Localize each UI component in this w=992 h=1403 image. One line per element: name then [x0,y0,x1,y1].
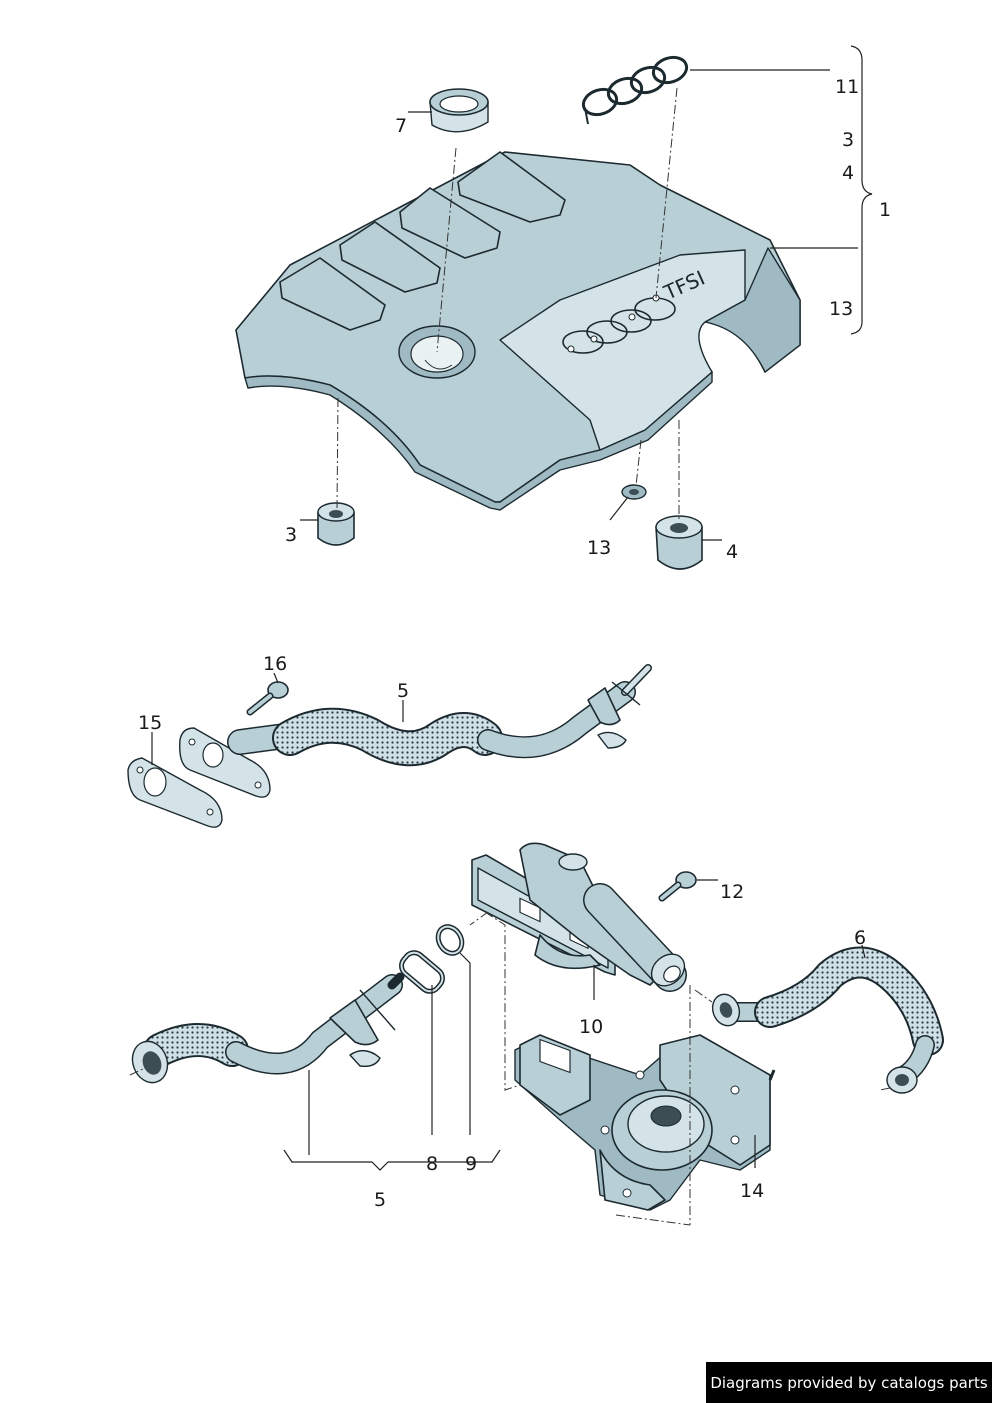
callout-9: 9 [465,1153,478,1175]
callout-5-upper: 5 [397,680,410,702]
callout-5-lower: 5 [374,1189,387,1211]
grommet-13 [621,484,647,500]
callout-10: 10 [579,1016,604,1038]
callout-4: 4 [726,541,739,563]
breather-hose-lower [131,972,405,1084]
assembly-lines [336,87,680,522]
emblem-rings [581,55,689,125]
leader-lines-lower [283,879,866,1171]
breather-housing [471,842,687,992]
o-ring-9 [435,924,465,956]
leader-lines-top [300,45,873,541]
credit-banner: Diagrams provided by catalogs parts [706,1362,992,1403]
hose-6 [711,946,944,1094]
callout-1: 1 [879,199,892,221]
breather-hose-upper [127,664,652,828]
rubber-mount-4 [655,515,703,570]
callout-14: 14 [740,1180,765,1202]
callout-16: 16 [263,653,288,675]
oil-separator [514,1034,776,1211]
filler-seal [429,88,489,133]
callout-13-bracket: 13 [829,298,854,320]
callout-3: 3 [285,524,298,546]
assembly-lines-lower [129,911,891,1226]
callout-6: 6 [854,927,867,949]
callout-13: 13 [587,537,612,559]
callout-11: 11 [835,76,860,98]
callout-15: 15 [138,712,163,734]
rubber-mount-3 [317,502,355,546]
bolt-12 [658,871,697,902]
callout-3-bracket: 3 [842,129,855,151]
callout-7: 7 [395,115,408,137]
engine-cover: TFSI [235,151,801,511]
callout-12: 12 [720,881,745,903]
leader-lines-mid [151,672,404,765]
seal-8 [399,950,445,994]
rings-logo [562,297,676,354]
bolt-16 [246,681,289,716]
callout-4-bracket: 4 [842,162,855,184]
callout-8: 8 [426,1153,439,1175]
